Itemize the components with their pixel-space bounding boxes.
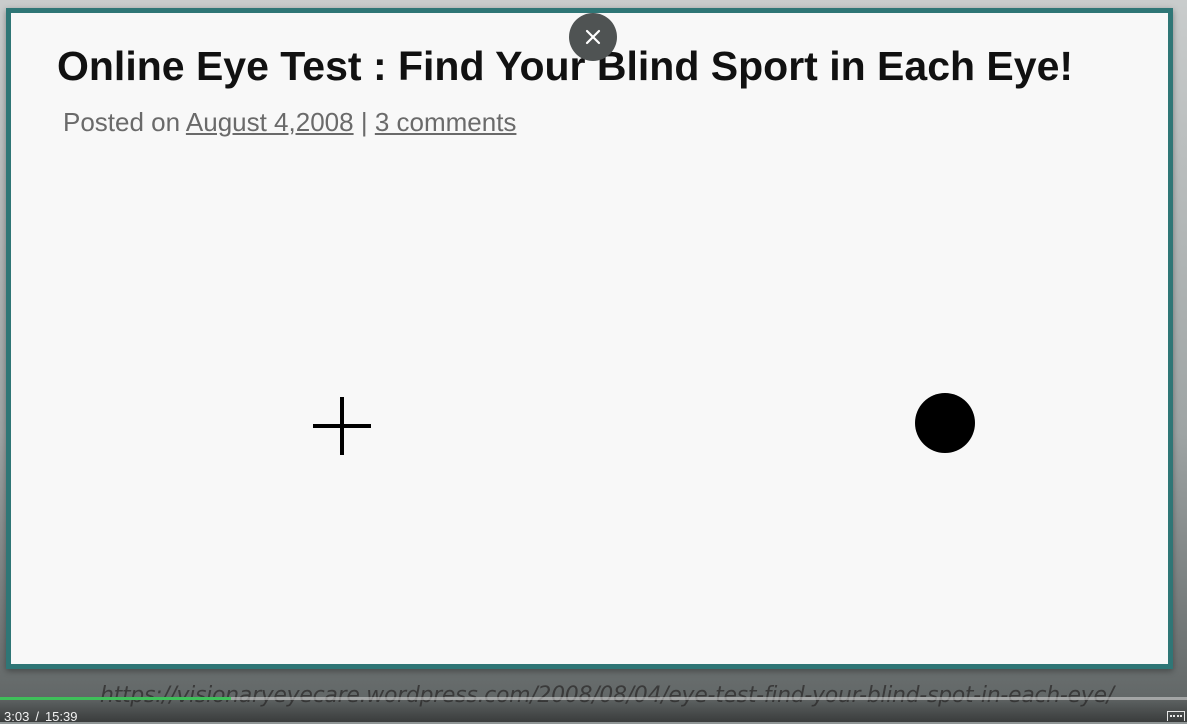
posted-line: Posted on August 4,2008 | 3 comments — [63, 107, 516, 138]
slide-title: Online Eye Test : Find Your Blind Sport … — [57, 43, 1074, 89]
comments-link[interactable]: 3 comments — [374, 107, 517, 137]
duration: 15:39 — [44, 709, 78, 724]
posted-prefix: Posted on — [63, 107, 181, 137]
posted-separator: | — [360, 107, 368, 137]
fullscreen-icon[interactable] — [1167, 711, 1185, 721]
progress-bar[interactable] — [0, 697, 1187, 700]
close-icon — [585, 29, 601, 45]
slide-frame: Online Eye Test : Find Your Blind Sport … — [6, 8, 1173, 669]
player-controls — [0, 696, 1187, 722]
time-separator: / — [35, 709, 39, 724]
current-time: 3:03 — [4, 709, 30, 724]
close-button[interactable] — [569, 13, 617, 61]
posted-date-link[interactable]: August 4,2008 — [185, 107, 354, 137]
plus-icon — [313, 397, 371, 455]
progress-fill — [0, 697, 232, 700]
dot-icon — [915, 393, 975, 453]
time-display: 3:03 / 15:39 — [4, 709, 77, 724]
